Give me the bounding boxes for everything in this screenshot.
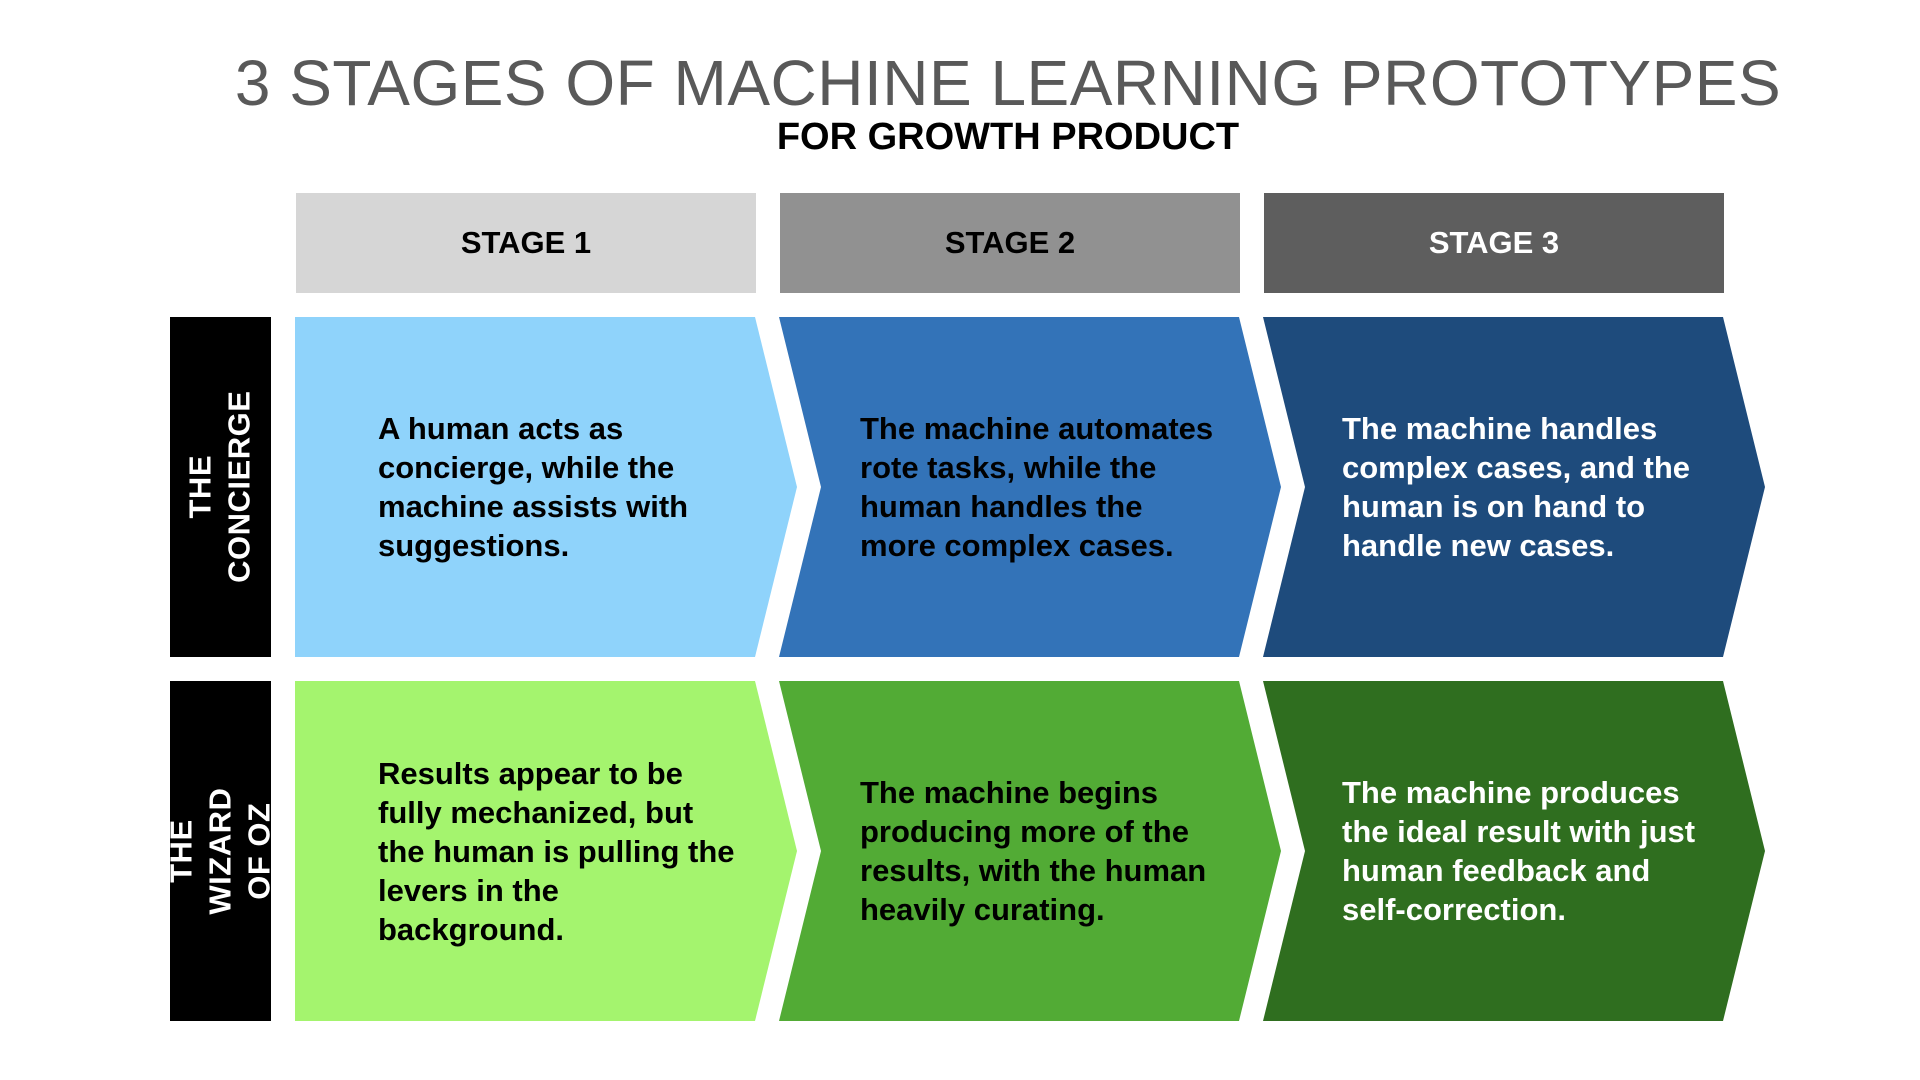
chevron-concierge-stage-2 bbox=[779, 317, 1281, 657]
row-label-wizard-of-oz: THE WIZARD OF OZ bbox=[163, 681, 276, 1021]
cell-text-concierge-stage-2: The machine automates rote tasks, while … bbox=[860, 411, 1214, 563]
chevron-concierge-stage-1 bbox=[295, 317, 797, 657]
stage-header-2: STAGE 2 bbox=[780, 193, 1240, 293]
cell-text-wizard-stage-3: The machine produces the ideal result wi… bbox=[1342, 775, 1696, 927]
row-label-concierge: THE CONCIERGE bbox=[170, 317, 271, 657]
stage-header-1: STAGE 1 bbox=[296, 193, 756, 293]
chevron-wizard-stage-1 bbox=[295, 681, 797, 1021]
cell-text-wizard-stage-2: The machine begins producing more of the… bbox=[860, 775, 1207, 927]
cell-text-wizard-stage-1: Results appear to be fully mechanized, b… bbox=[378, 755, 735, 947]
chevron-wizard-stage-3 bbox=[1263, 681, 1765, 1021]
cell-text-concierge-stage-1: A human acts as concierge, while the mac… bbox=[378, 411, 689, 563]
page-subtitle: FOR GROWTH PRODUCT bbox=[776, 116, 1240, 158]
chevron-wizard-stage-2 bbox=[779, 681, 1281, 1021]
chevron-concierge-stage-3 bbox=[1263, 317, 1765, 657]
page-title: 3 STAGES OF MACHINE LEARNING PROTOTYPES bbox=[234, 47, 1782, 119]
stage-header-3: STAGE 3 bbox=[1264, 193, 1724, 293]
cell-text-concierge-stage-3: The machine handles complex cases, and t… bbox=[1342, 411, 1691, 563]
